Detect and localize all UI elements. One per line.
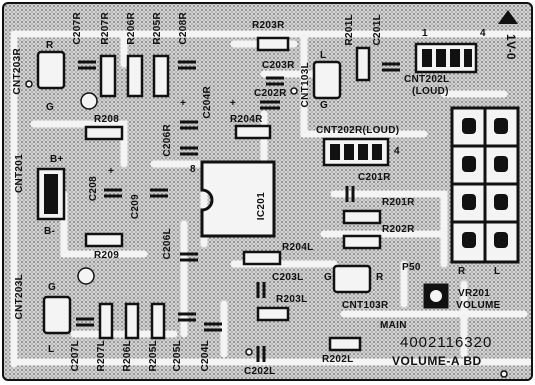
r209-label: R209 bbox=[94, 250, 120, 261]
r205r-label: R205R bbox=[152, 12, 163, 45]
c209-label: C209 bbox=[130, 194, 141, 220]
r205l-label: R205L bbox=[148, 340, 159, 372]
board-name: VOLUME-A BD bbox=[392, 354, 482, 368]
c208-label: C208 bbox=[88, 176, 99, 202]
connector-pins bbox=[44, 49, 472, 214]
pin-1-cnt202l: 1 bbox=[422, 28, 428, 39]
r207r-label: R207R bbox=[100, 12, 111, 45]
pads bbox=[25, 80, 508, 378]
c201l-label: C201L bbox=[372, 14, 383, 46]
plus-c208: + bbox=[108, 166, 115, 177]
ic201-outline bbox=[200, 160, 276, 238]
resistor-bodies bbox=[84, 36, 382, 352]
c204r-label: C204R bbox=[202, 86, 213, 119]
pin-l-cnt203l: L bbox=[48, 344, 55, 355]
corner-mark: 1V-0 bbox=[504, 34, 518, 60]
pin-g-cnt103l: G bbox=[320, 100, 329, 111]
r206l-label: R206L bbox=[122, 340, 133, 372]
r207l-label: R207L bbox=[96, 340, 107, 372]
cnt103r-label: CNT103R bbox=[342, 300, 389, 311]
b-minus-label: B- bbox=[44, 226, 56, 237]
cnt203l-label: CNT203L bbox=[14, 274, 25, 320]
r204r-label: R204R bbox=[230, 114, 263, 125]
r202l-label: R202L bbox=[322, 354, 354, 365]
volume-label: VOLUME bbox=[456, 300, 501, 311]
r203l-label: R203L bbox=[276, 294, 308, 305]
cnt202l-label: CNT202L bbox=[404, 74, 450, 85]
copper-layout bbox=[10, 10, 531, 378]
cnt203r-label: CNT203R bbox=[12, 48, 23, 95]
vr-r-label: R bbox=[458, 266, 466, 277]
pin-g-cnt203l: G bbox=[48, 282, 57, 293]
p50-label: P50 bbox=[402, 262, 421, 273]
r201r-label: R201R bbox=[382, 197, 415, 208]
cnt202l-note: (LOUD) bbox=[412, 86, 449, 97]
r201l-label: R201L bbox=[344, 14, 355, 46]
c207r-label: C207R bbox=[72, 12, 83, 45]
pin-l-cnt103l: L bbox=[320, 50, 327, 61]
cnt201-label: CNT201 bbox=[14, 154, 25, 194]
r208-label: R208 bbox=[94, 114, 120, 125]
cnt103l-label: CNT103L bbox=[300, 62, 311, 108]
vr201-label: VR201 bbox=[458, 288, 491, 299]
r204l-label: R204L bbox=[282, 242, 314, 253]
c208r-label: C208R bbox=[178, 12, 189, 45]
b-plus-label: B+ bbox=[50, 154, 64, 165]
c206l-label: C206L bbox=[162, 228, 173, 260]
c202l-label: C202L bbox=[244, 366, 276, 377]
pin-4-cnt202r: 4 bbox=[394, 146, 400, 157]
pin-4-cnt202l: 4 bbox=[480, 28, 486, 39]
plus-c202r: + bbox=[230, 98, 237, 109]
part-number: 4002116320 bbox=[400, 334, 493, 351]
c201r-label: C201R bbox=[358, 172, 391, 183]
pin-r-cnt103r: R bbox=[376, 272, 384, 283]
plus-c204r: + bbox=[180, 98, 187, 109]
main-label: MAIN bbox=[380, 320, 407, 331]
pin-r-cnt203r: R bbox=[46, 40, 54, 51]
ic201-pin8: 8 bbox=[190, 164, 196, 175]
r206r-label: R206R bbox=[126, 12, 137, 45]
vr201-outline bbox=[450, 106, 520, 264]
vr-l-label: L bbox=[494, 266, 501, 277]
vr201-holes bbox=[462, 118, 508, 248]
c206r-label: C206R bbox=[162, 124, 173, 157]
c204l-label: C204L bbox=[200, 340, 211, 372]
capacitor-plates bbox=[76, 60, 400, 362]
p50-hole bbox=[430, 290, 442, 302]
pin-g-cnt203r: G bbox=[46, 102, 55, 113]
c207l-label: C207L bbox=[70, 340, 81, 372]
r203r-label: R203R bbox=[252, 20, 285, 31]
corner-marker-icon bbox=[498, 10, 518, 24]
c202r-label: C202R bbox=[254, 88, 287, 99]
ic201-label: IC201 bbox=[256, 192, 267, 221]
c203r-label: C203R bbox=[262, 60, 295, 71]
c203l-label: C203L bbox=[272, 272, 304, 283]
pcb-board: 4002116320 VOLUME-A BD 1V-0 CNT203R CNT2… bbox=[2, 2, 533, 381]
r202r-label: R202R bbox=[382, 224, 415, 235]
c205l-label: C205L bbox=[172, 340, 183, 372]
cnt202r-label: CNT202R(LOUD) bbox=[316, 125, 400, 136]
pin-g-cnt103r: G bbox=[324, 272, 333, 283]
